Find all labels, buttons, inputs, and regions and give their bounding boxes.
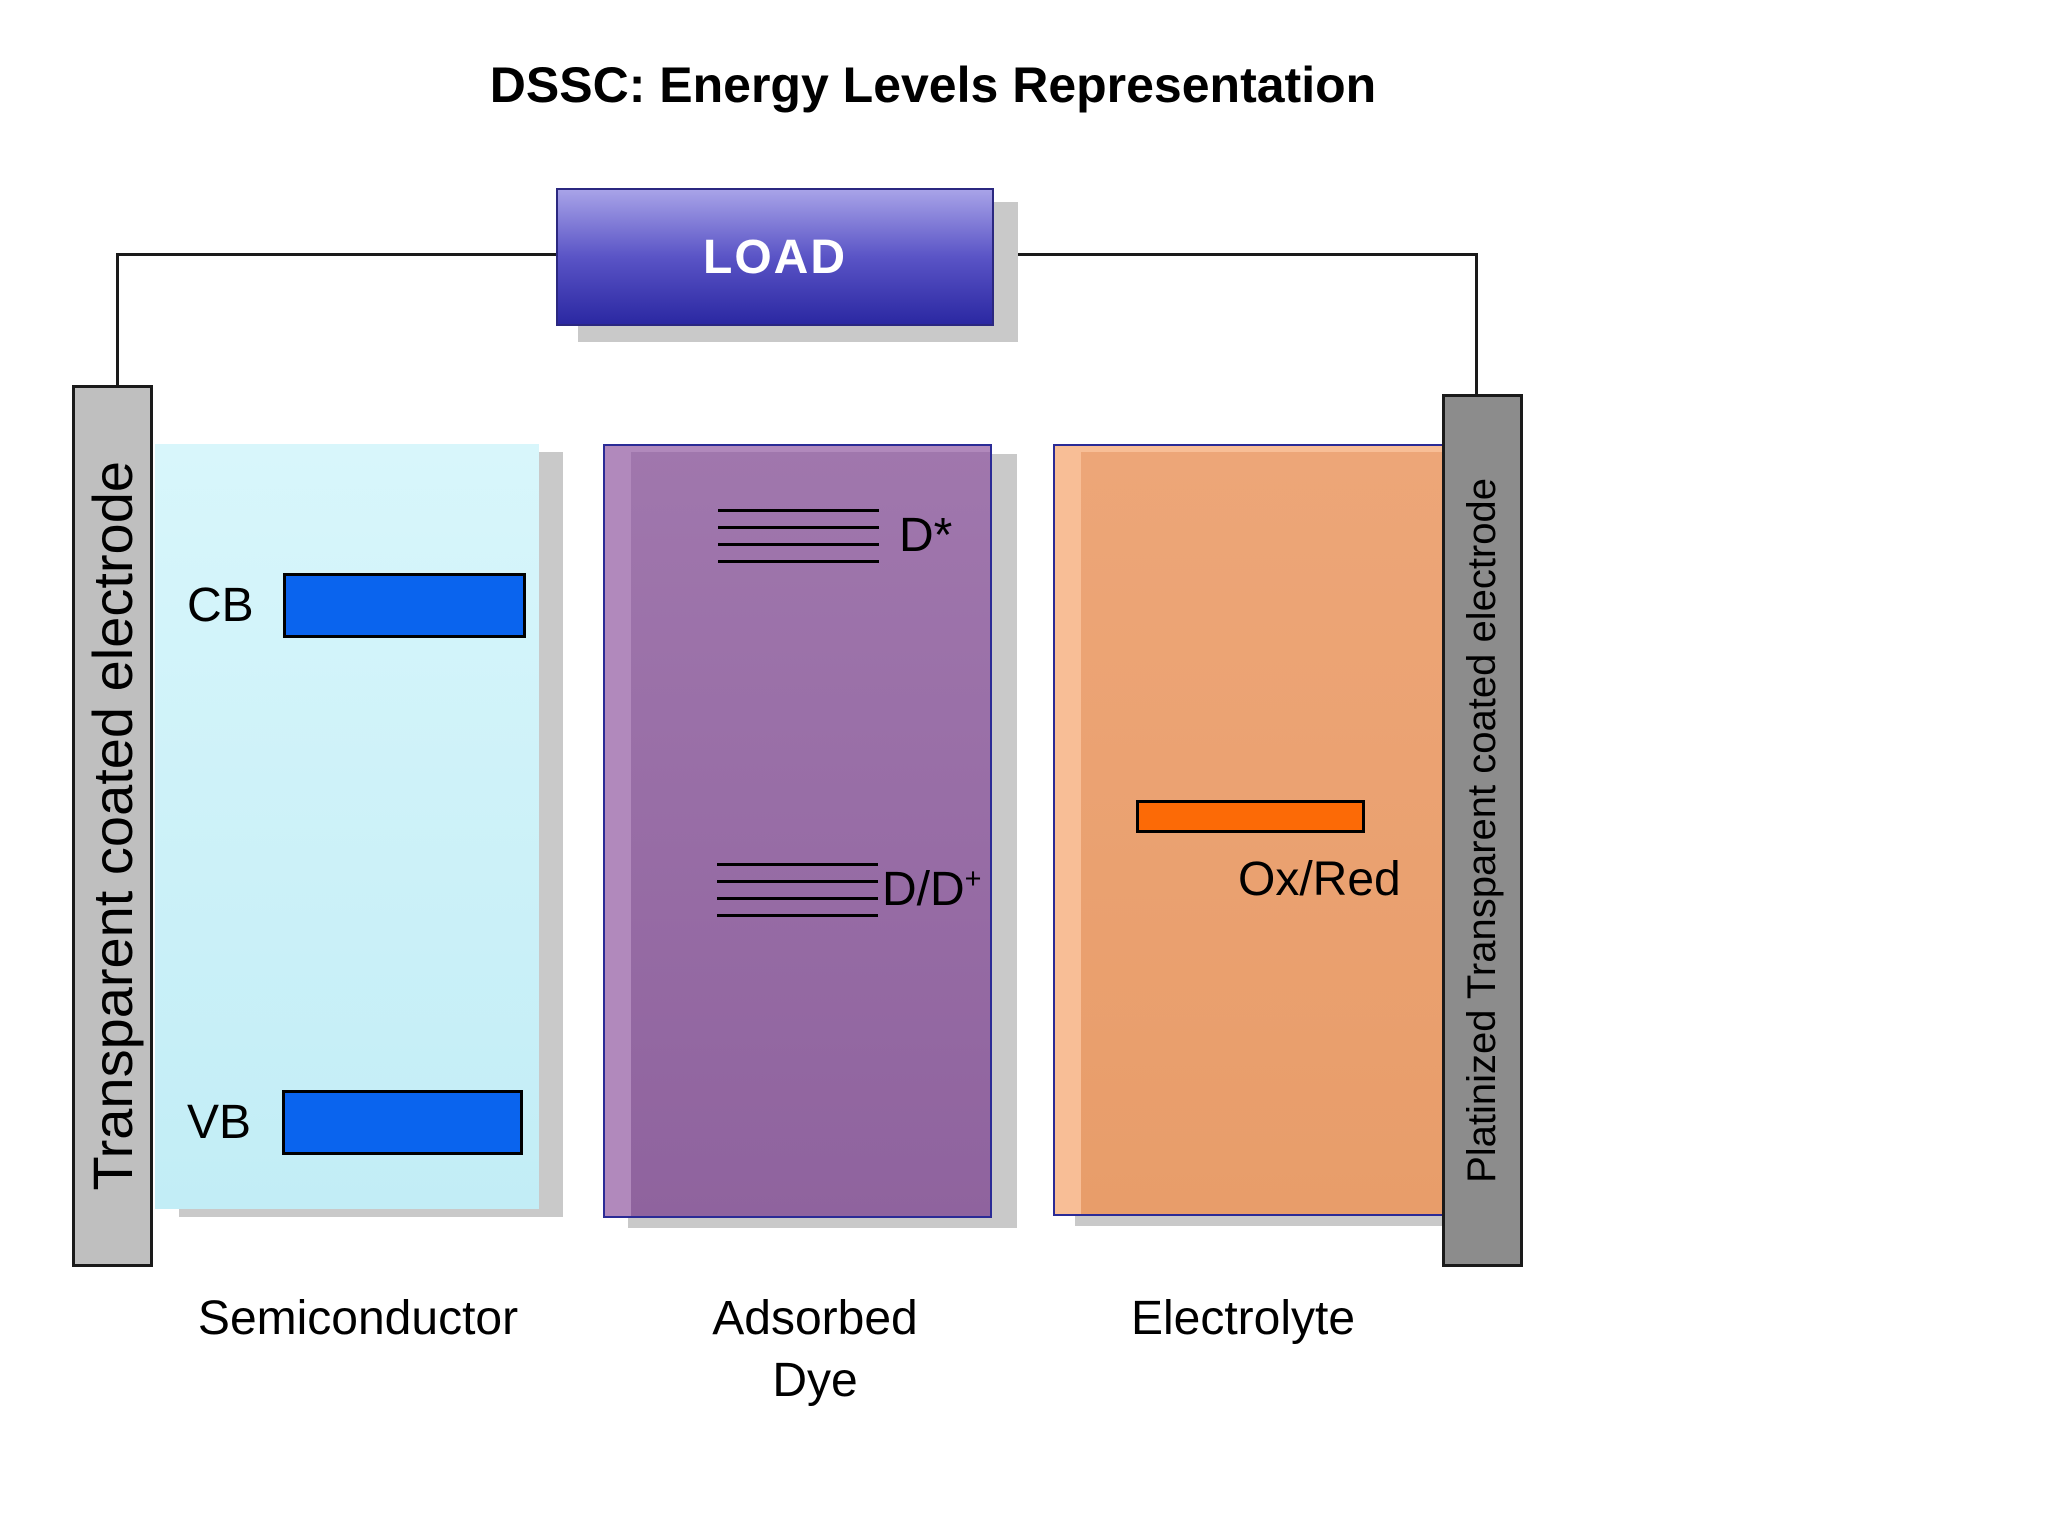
energy-level-line (717, 896, 878, 900)
wire-right-vertical (1475, 253, 1478, 396)
dye-excited-state-label: D* (899, 509, 953, 562)
energy-level-line (718, 559, 879, 563)
redox-level-label: Ox/Red (1238, 853, 1401, 906)
dye-excited-level-lines (718, 508, 879, 563)
wire-right-horizontal (992, 253, 1478, 256)
adsorbed-dye-label: Adsorbed Dye (615, 1288, 1015, 1412)
page-title: DSSC: Energy Levels Representation (489, 57, 1377, 113)
load-label: LOAD (703, 230, 847, 284)
semiconductor-label: Semiconductor (197, 1292, 519, 1345)
valence-band-label: VB (187, 1096, 252, 1149)
energy-level-line (717, 862, 878, 866)
electrolyte-panel: Ox/Red (1053, 444, 1460, 1216)
energy-level-line (717, 913, 878, 917)
adsorbed-dye-label-line2: Dye (772, 1354, 858, 1407)
dye-panel: D* D/D+ (603, 444, 992, 1218)
valence-band-bar (282, 1090, 523, 1155)
left-electrode: Transparent coated electrode (72, 385, 153, 1267)
wire-left-horizontal (116, 253, 558, 256)
energy-level-line (718, 525, 879, 529)
right-electrode: Platinized Transparent coated electrode (1442, 394, 1523, 1267)
dye-excited-state-group: D* (718, 508, 952, 563)
dye-panel-highlight-strip (605, 446, 631, 1216)
semiconductor-panel: CB VB (155, 444, 539, 1209)
energy-level-line (717, 879, 878, 883)
conduction-band-label: CB (187, 579, 254, 632)
left-electrode-label: Transparent coated electrode (81, 461, 144, 1191)
dye-ground-state-text: D/D (882, 863, 965, 916)
energy-level-line (718, 508, 879, 512)
redox-level-bar (1136, 800, 1365, 833)
dye-ground-state-group: D/D+ (717, 862, 982, 917)
electrolyte-panel-highlight-top (1055, 446, 1458, 452)
electrolyte-label: Electrolyte (1130, 1292, 1356, 1345)
adsorbed-dye-label-line1: Adsorbed (712, 1292, 918, 1345)
dye-ground-state-label: D/D+ (882, 862, 982, 917)
dye-ground-level-lines (717, 862, 878, 917)
conduction-band-bar (283, 573, 526, 638)
energy-level-line (718, 542, 879, 546)
wire-left-vertical (116, 253, 119, 387)
load-box: LOAD (556, 188, 994, 326)
dye-ground-state-superscript: + (964, 863, 982, 895)
electrolyte-panel-highlight-strip (1055, 446, 1081, 1214)
dye-panel-highlight-top (605, 446, 990, 452)
right-electrode-label: Platinized Transparent coated electrode (1460, 478, 1504, 1183)
